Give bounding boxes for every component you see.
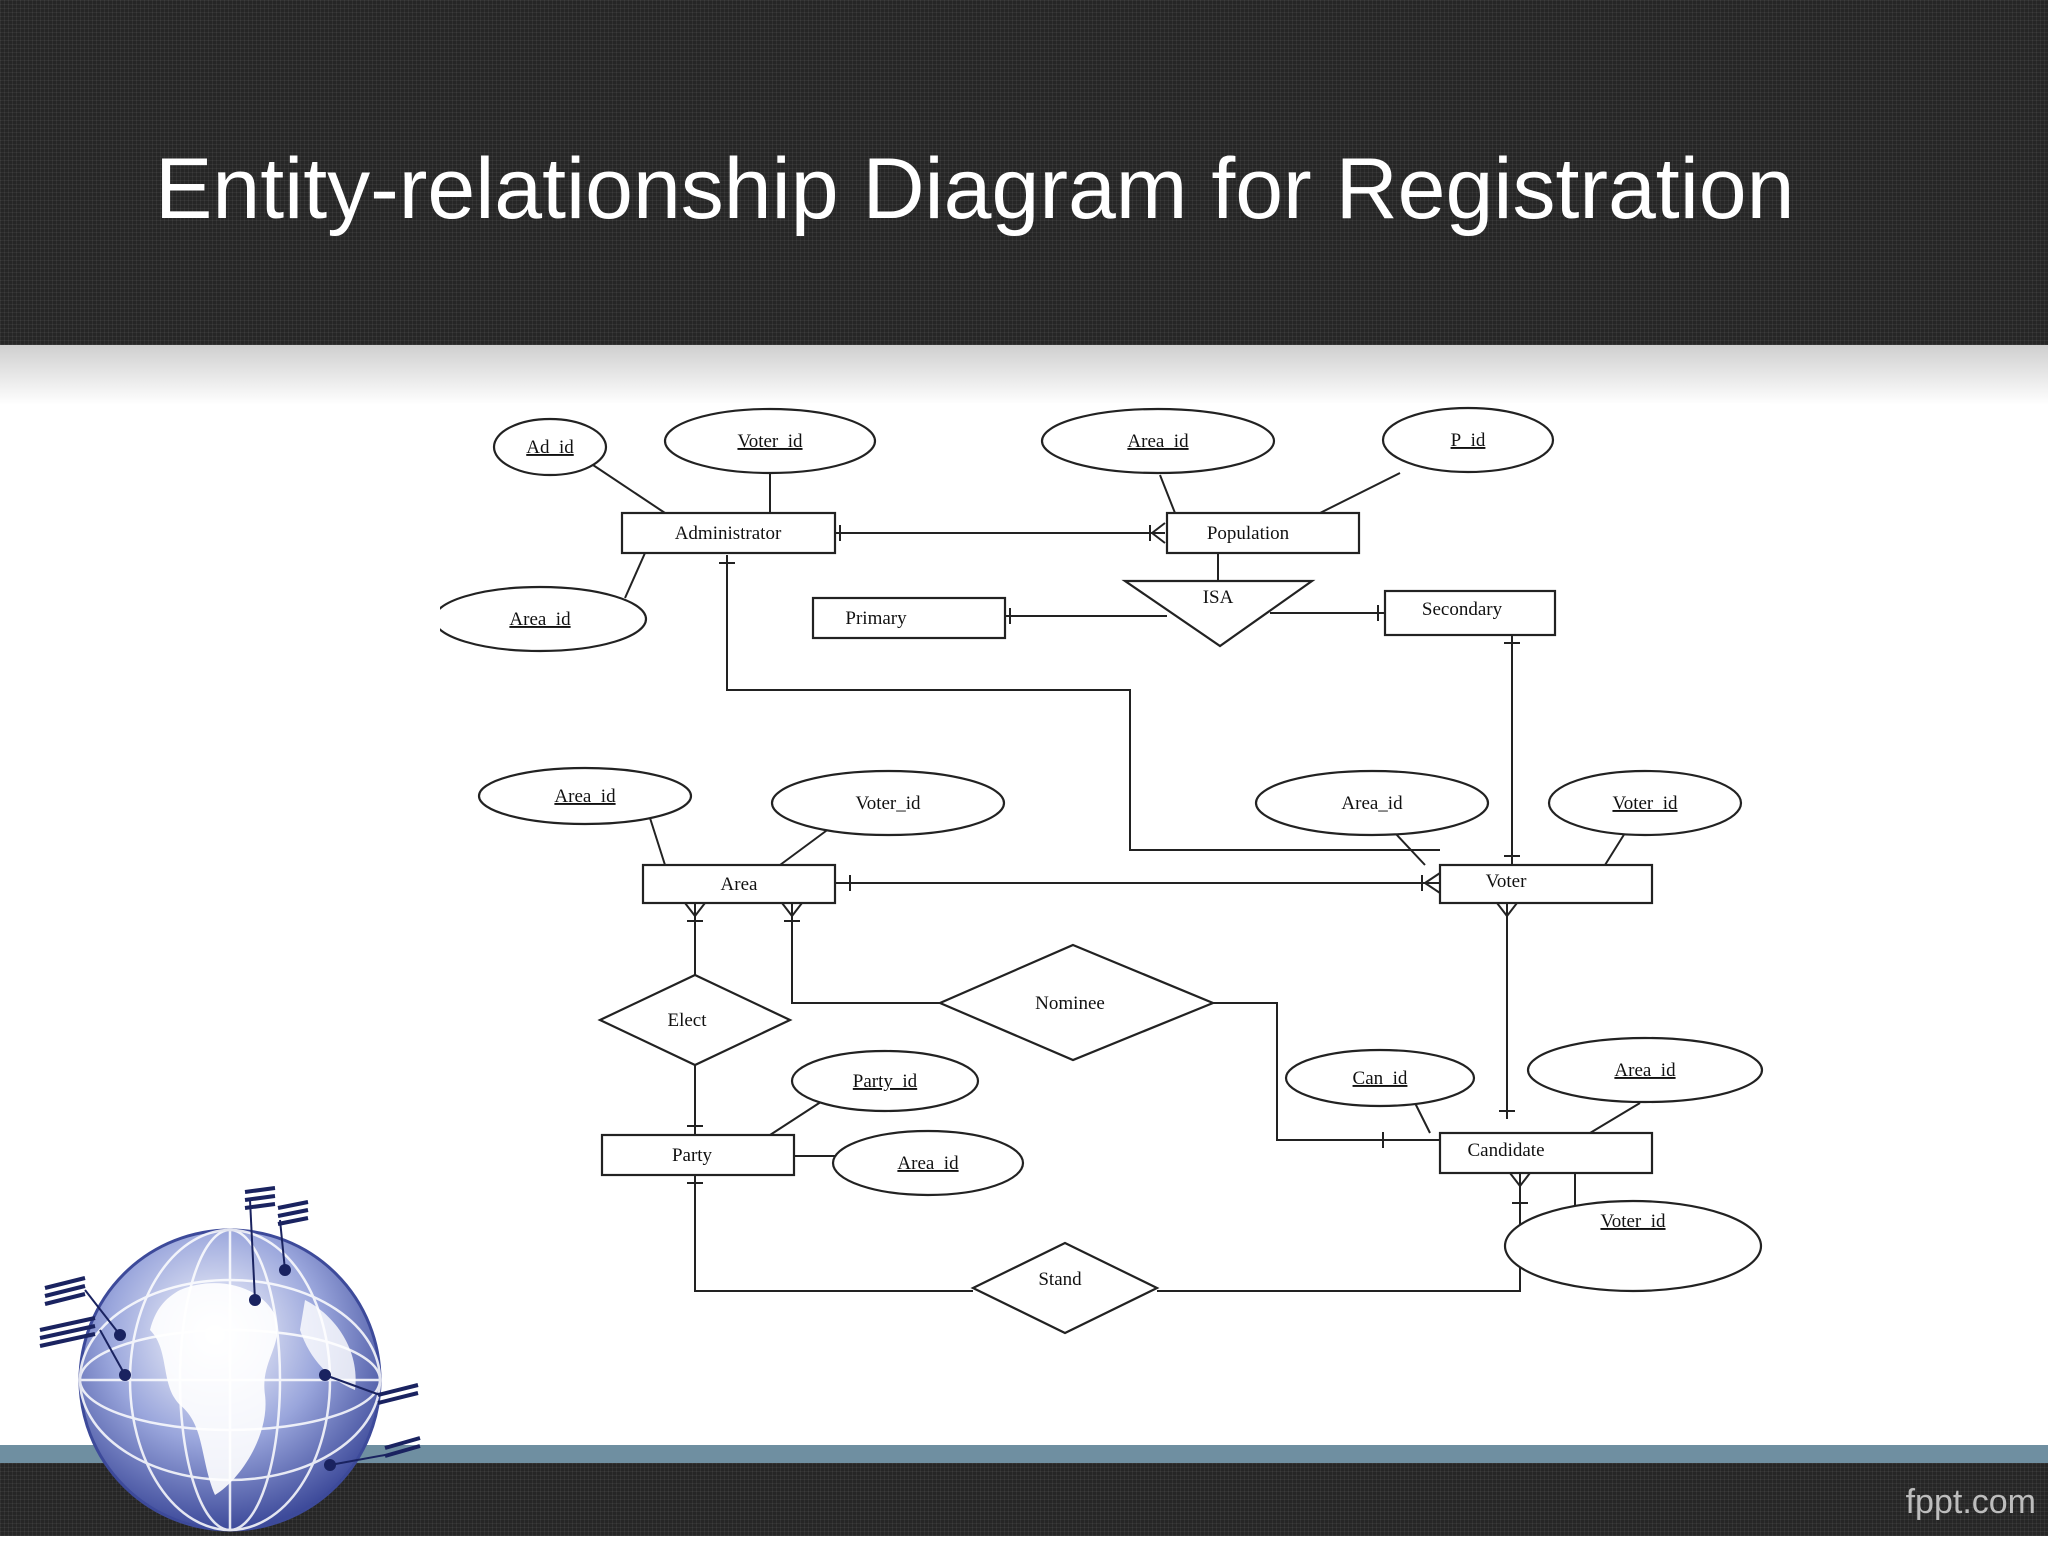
svg-text:Ad_id: Ad_id [526,437,574,458]
entity-secondary: Secondary [1383,589,1557,637]
attr-pop-area-id: Area_id [1040,407,1276,475]
relationship-elect: Elect [597,973,793,1067]
attr-admin-area-id: Area_id [440,585,648,653]
svg-text:Administrator: Administrator [675,523,782,544]
svg-text:Area_id: Area_id [1614,1060,1676,1081]
entity-primary: Primary [811,596,1007,640]
svg-text:Stand: Stand [1038,1269,1082,1290]
footer-brand: fppt.com [1905,1483,2036,1521]
svg-text:Voter_id: Voter_id [737,431,803,452]
attr-voter-voter-id: Voter_id [1547,769,1743,837]
svg-text:Elect: Elect [667,1010,707,1031]
entity-area: Area [641,863,837,905]
relationship-stand: Stand [970,1241,1160,1335]
attr-pop-p-id: P_id [1381,406,1555,474]
header-shadow [0,345,2048,405]
svg-text:P_id: P_id [1451,430,1486,451]
entity-party: Party [600,1133,796,1177]
attr-party-area-id: Area_id [831,1129,1025,1197]
svg-text:Primary: Primary [845,608,907,629]
svg-text:Party_id: Party_id [853,1071,918,1092]
svg-text:Candidate: Candidate [1467,1140,1544,1161]
entity-candidate: Candidate [1438,1131,1654,1175]
svg-text:Voter_id: Voter_id [855,793,921,814]
svg-text:Party: Party [672,1145,713,1166]
attr-voter-area-id: Area_id [1254,769,1490,837]
svg-text:Nominee: Nominee [1035,993,1105,1014]
er-diagram: Ad_id Voter_id Area_id Area_id P_id Area… [440,403,1770,1423]
svg-text:Population: Population [1207,523,1290,544]
attr-area-voter-id: Voter_id [770,769,1006,837]
svg-text:Voter_id: Voter_id [1600,1211,1666,1232]
bottom-stripe [0,1445,2048,1463]
entity-population: Population [1165,511,1361,555]
entity-administrator: Administrator [620,511,837,555]
relationship-nominee: Nominee [937,943,1216,1062]
attr-area-area-id: Area_id [477,766,693,826]
svg-text:Area_id: Area_id [554,786,616,807]
attr-admin-voter-id: Voter_id [663,407,877,475]
svg-text:Voter: Voter [1486,871,1527,892]
relationship-isa: ISA [1121,579,1316,648]
svg-text:Can_id: Can_id [1353,1068,1408,1089]
svg-text:Area_id: Area_id [1127,431,1189,452]
svg-text:Voter_id: Voter_id [1612,793,1678,814]
attr-cand-can-id: Can_id [1284,1048,1476,1108]
slide-header: Entity-relationship Diagram for Registra… [0,0,2048,345]
svg-text:Secondary: Secondary [1422,599,1503,620]
globe-icon [30,1180,430,1536]
attr-cand-area-id: Area_id [1526,1036,1764,1104]
entity-voter: Voter [1438,863,1654,905]
attr-cand-voter-id: Voter_id [1503,1199,1763,1293]
slide-title: Entity-relationship Diagram for Registra… [155,141,1795,237]
svg-text:Area: Area [721,874,758,895]
connector-lines [589,462,1641,1292]
svg-text:Area_id: Area_id [897,1153,959,1174]
svg-text:Area_id: Area_id [509,609,571,630]
svg-text:Area_id: Area_id [1341,793,1403,814]
attr-party-party-id: Party_id [790,1049,980,1113]
svg-text:ISA: ISA [1203,587,1234,608]
attr-admin-ad-id: Ad_id [492,417,608,477]
